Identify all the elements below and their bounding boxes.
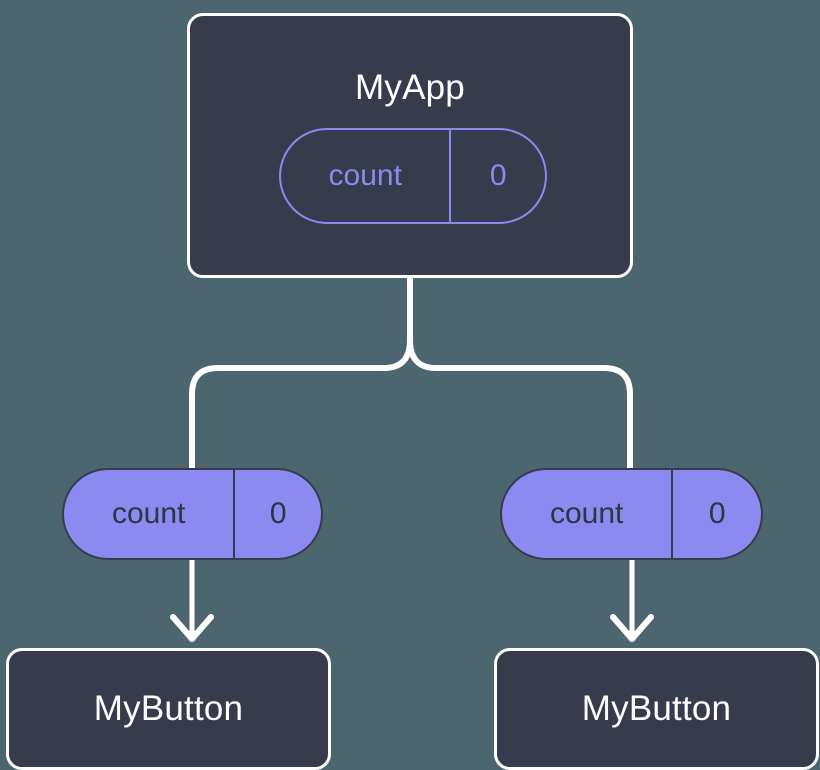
component-title-myapp: MyApp bbox=[355, 68, 465, 107]
arrow-head-right-icon bbox=[610, 614, 654, 642]
edge-branch-left bbox=[189, 339, 413, 468]
arrow-head-left-icon bbox=[170, 614, 214, 642]
component-node-mybutton-right[interactable]: MyButton bbox=[494, 648, 819, 770]
edge-branch-right bbox=[407, 339, 633, 468]
component-title-mybutton-left: MyButton bbox=[93, 689, 244, 728]
prop-pill-key: count bbox=[64, 470, 236, 558]
state-pill-key: count bbox=[281, 130, 452, 222]
prop-pill-value: 0 bbox=[708, 497, 726, 530]
prop-pill-key: count bbox=[502, 470, 674, 558]
prop-pill-count-right[interactable]: count 0 bbox=[500, 468, 763, 560]
prop-pill-count-left[interactable]: count 0 bbox=[62, 468, 323, 560]
component-title-mybutton-right: MyButton bbox=[581, 689, 732, 728]
prop-pill-value: 0 bbox=[269, 497, 287, 530]
component-node-mybutton-left[interactable]: MyButton bbox=[6, 648, 331, 770]
state-pill-value: 0 bbox=[489, 159, 507, 192]
state-pill-count[interactable]: count 0 bbox=[279, 128, 547, 224]
